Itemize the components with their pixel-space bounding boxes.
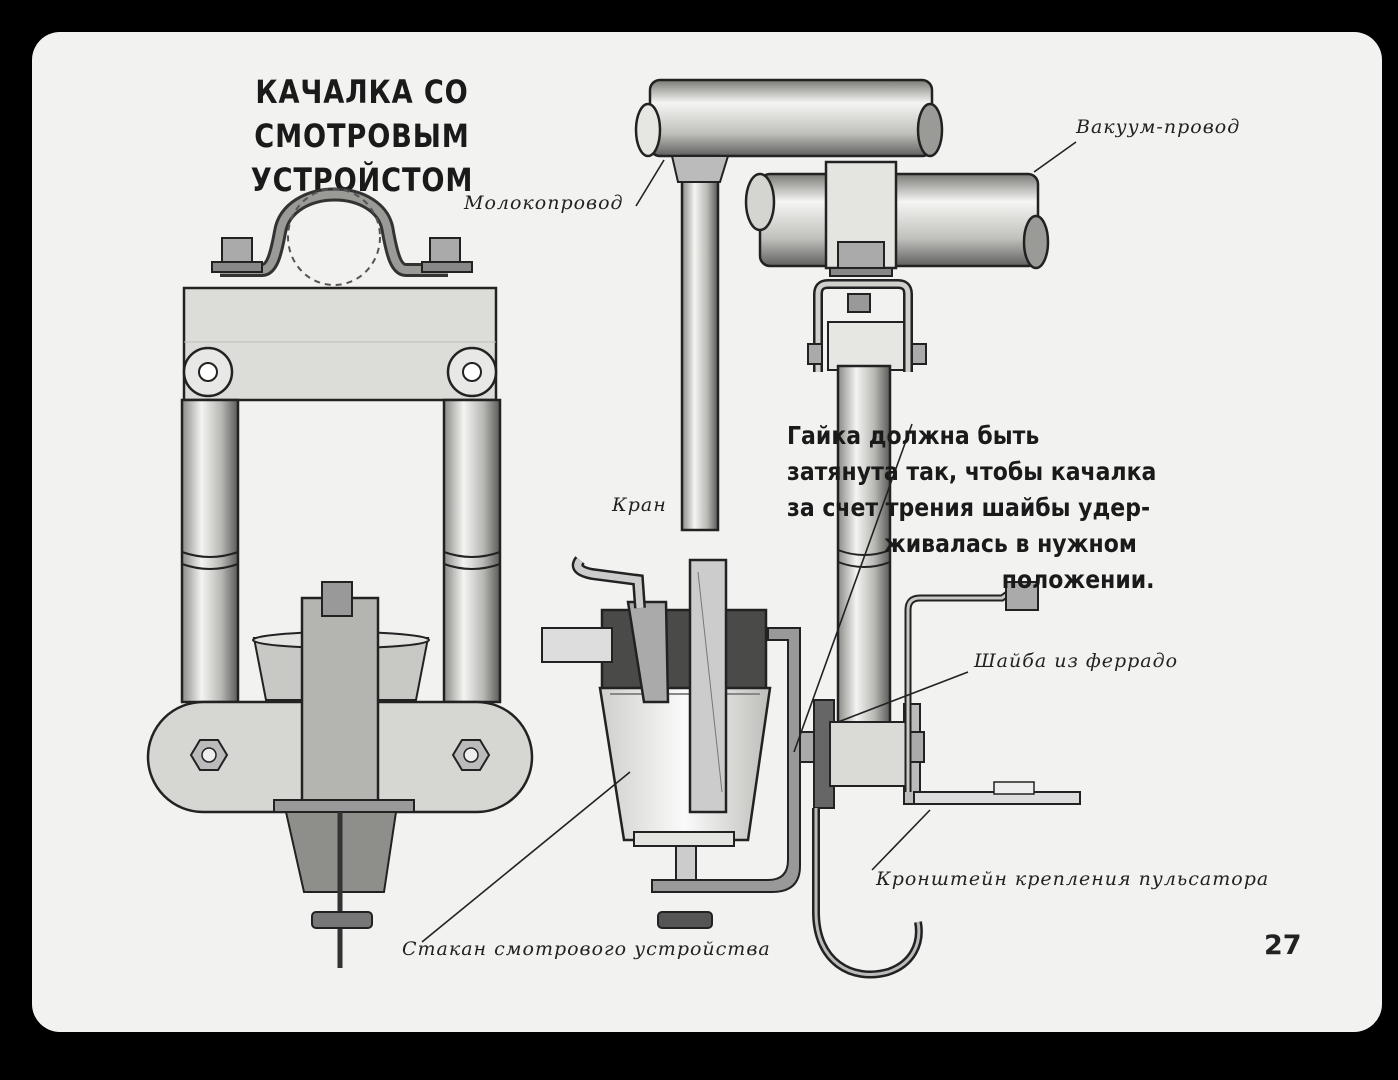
label-valve: Кран [612,494,667,516]
left-assembly [146,187,534,968]
note-line-2: затянута так, чтобы качалка [787,457,1157,486]
note-line-3: за счет трения шайбы удер- [787,493,1151,522]
apparatus-drawing [146,78,1081,979]
note-line-4: живалась в нужном [883,529,1137,558]
label-vacuum-line: Вакуум-провод [1076,116,1241,138]
page-number: 27 [1264,930,1302,961]
slide-title: КАЧАЛКА СО СМОТРОВЫМ УСТРОЙСТОМ [167,70,558,202]
note-line-5: положении. [1001,565,1155,594]
slide: КАЧАЛКА СО СМОТРОВЫМ УСТРОЙСТОМ [32,32,1382,1032]
label-sight-glass: Стакан смотрового устройства [402,938,771,960]
label-washer: Шайба из феррадо [974,650,1179,672]
leader-lines [421,141,1077,943]
label-bracket: Кронштейн крепления пульсатора [876,868,1270,890]
label-milk-line: Молокопровод [464,192,624,214]
title-line-1: КАЧАЛКА СО СМОТРОВЫМ [254,73,470,155]
note-line-1: Гайка должна быть [787,421,1040,450]
right-assembly [541,78,1081,979]
